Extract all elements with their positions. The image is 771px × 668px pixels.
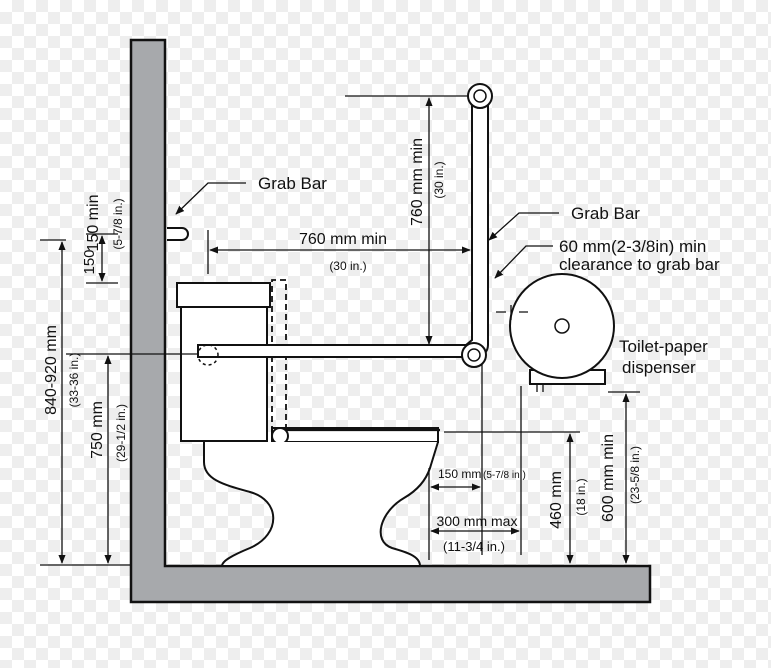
label-600: 600 mm min — [600, 434, 617, 522]
leader-clearance — [494, 245, 553, 279]
label-750-in: (29-1/2 in.) — [114, 404, 128, 462]
label-840-920: 840-920 mm — [43, 325, 60, 415]
label-grab-bar-right: Grab Bar — [571, 204, 640, 223]
label-750: 750 mm — [89, 401, 106, 459]
label-dispenser-1: Toilet-paper — [619, 337, 708, 356]
leader-grab-bar-left — [175, 182, 246, 215]
toilet-paper-dispenser-icon — [509, 273, 615, 392]
toilet-icon — [176, 279, 440, 567]
label-600-in: (23-5/8 in.) — [628, 446, 642, 504]
label-150-min-in: (5-7/8 in.) — [111, 198, 125, 249]
bowl-base — [203, 441, 439, 567]
label-150-min: 150 min — [85, 195, 102, 252]
dim-vertical-760 — [345, 95, 468, 345]
label-clearance-1: 60 mm(2-3/8in) min — [559, 237, 706, 256]
label-150-bottom: 150 mm — [438, 467, 481, 481]
label-840-920-in: (33-36 in.) — [67, 353, 81, 408]
grab-bar-l-icon — [197, 83, 493, 368]
dim-600 — [608, 391, 640, 564]
label-300: 300 mm max — [437, 513, 518, 529]
tank — [180, 306, 268, 442]
label-vert-760: 760 mm min — [409, 138, 426, 226]
dim-460 — [444, 431, 580, 564]
seat-hinge — [271, 427, 289, 445]
wall-and-floor — [129, 38, 652, 604]
dim-150-min — [86, 233, 118, 284]
label-grab-bar-left: Grab Bar — [258, 174, 327, 193]
wall-grab-bar-icon — [167, 227, 189, 241]
label-460: 460 mm — [548, 471, 565, 529]
leader-grab-bar-right — [488, 212, 559, 241]
label-vert-760-in: (30 in.) — [432, 161, 446, 198]
label-460-in: (18 in.) — [574, 478, 588, 515]
label-150-bottom-in: (5-7/8 in.) — [483, 470, 526, 481]
dim-750 — [66, 353, 198, 564]
label-horiz-760-in: (30 in.) — [329, 259, 366, 273]
label-clearance-2: clearance to grab bar — [559, 255, 720, 274]
label-300-in: (11-3/4 in.) — [443, 539, 505, 554]
dim-150-300-bottom — [428, 364, 522, 560]
label-150-small: 150 — [81, 249, 98, 274]
dim-840-920 — [40, 239, 130, 566]
tank-lid — [176, 282, 271, 308]
label-horiz-760: 760 mm min — [299, 231, 387, 248]
label-dispenser-2: dispenser — [622, 358, 696, 377]
